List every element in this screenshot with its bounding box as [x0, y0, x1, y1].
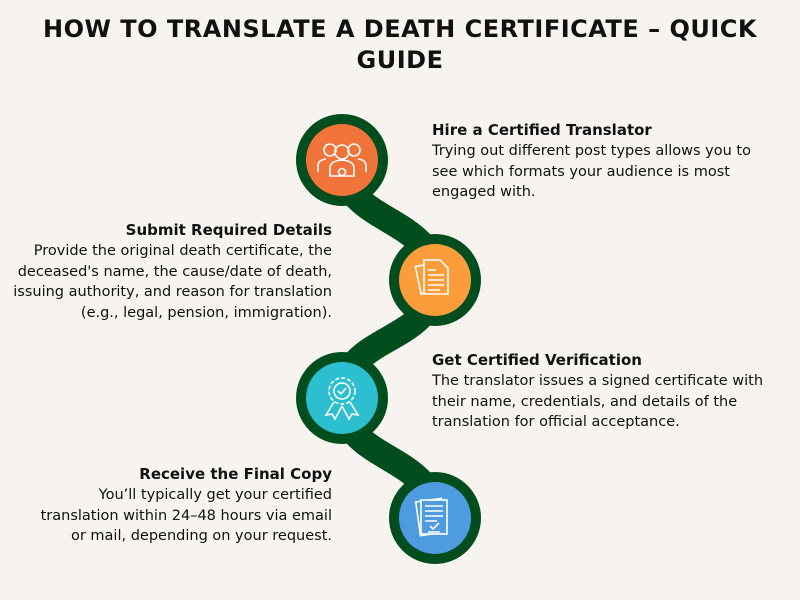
team-icon: [317, 143, 367, 177]
step-2: Submit Required Details Provide the orig…: [2, 220, 332, 323]
step-4: Receive the Final Copy You’ll typically …: [32, 464, 332, 547]
documents-icon: [414, 259, 449, 295]
step-heading: Submit Required Details: [125, 221, 332, 239]
step-3: Get Certified Verification The translato…: [432, 350, 772, 433]
step-1-node: [296, 114, 388, 206]
step-body: The translator issues a signed certifica…: [432, 373, 764, 430]
step-3-node: [296, 352, 388, 444]
step-heading: Receive the Final Copy: [139, 465, 332, 483]
step-2-node: [389, 234, 481, 326]
connector: [328, 158, 449, 520]
step-body: You’ll typically get your certified tran…: [40, 487, 332, 544]
step-heading: Hire a Certified Translator: [432, 121, 652, 139]
step-4-node: [389, 472, 481, 564]
step-body: Trying out different post types allows y…: [432, 143, 751, 200]
step-1: Hire a Certified Translator Trying out d…: [432, 120, 772, 203]
approved-document-icon: [414, 497, 448, 537]
step-body: Provide the original death certificate, …: [13, 243, 332, 321]
award-badge-icon: [324, 377, 360, 421]
page-title: HOW TO TRANSLATE A DEATH CERTIFICATE – Q…: [42, 15, 757, 74]
step-heading: Get Certified Verification: [432, 351, 642, 369]
